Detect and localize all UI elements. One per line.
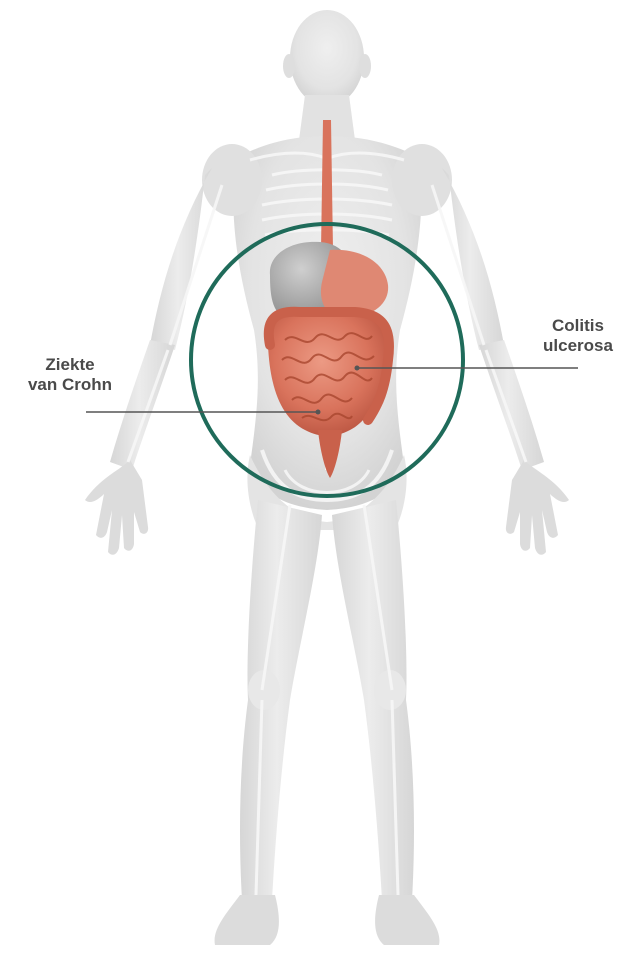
colitis-pointer-dot	[355, 366, 360, 371]
left-hand	[85, 460, 148, 555]
left-upper-arm	[150, 168, 212, 350]
crohn-label-line1: Ziekte	[14, 355, 126, 375]
head	[290, 10, 364, 106]
colitis-label-line2: ulcerosa	[532, 336, 624, 356]
esophagus	[321, 120, 333, 250]
right-foot	[375, 895, 439, 945]
right-hand	[506, 460, 569, 555]
crohn-pointer-dot	[316, 410, 321, 415]
crohn-label: Ziekte van Crohn	[14, 355, 126, 395]
colitis-label-line1: Colitis	[532, 316, 624, 336]
crohn-label-line2: van Crohn	[14, 375, 126, 395]
colitis-label: Colitis ulcerosa	[532, 316, 624, 356]
right-upper-arm	[442, 168, 504, 350]
left-foot	[215, 895, 279, 945]
